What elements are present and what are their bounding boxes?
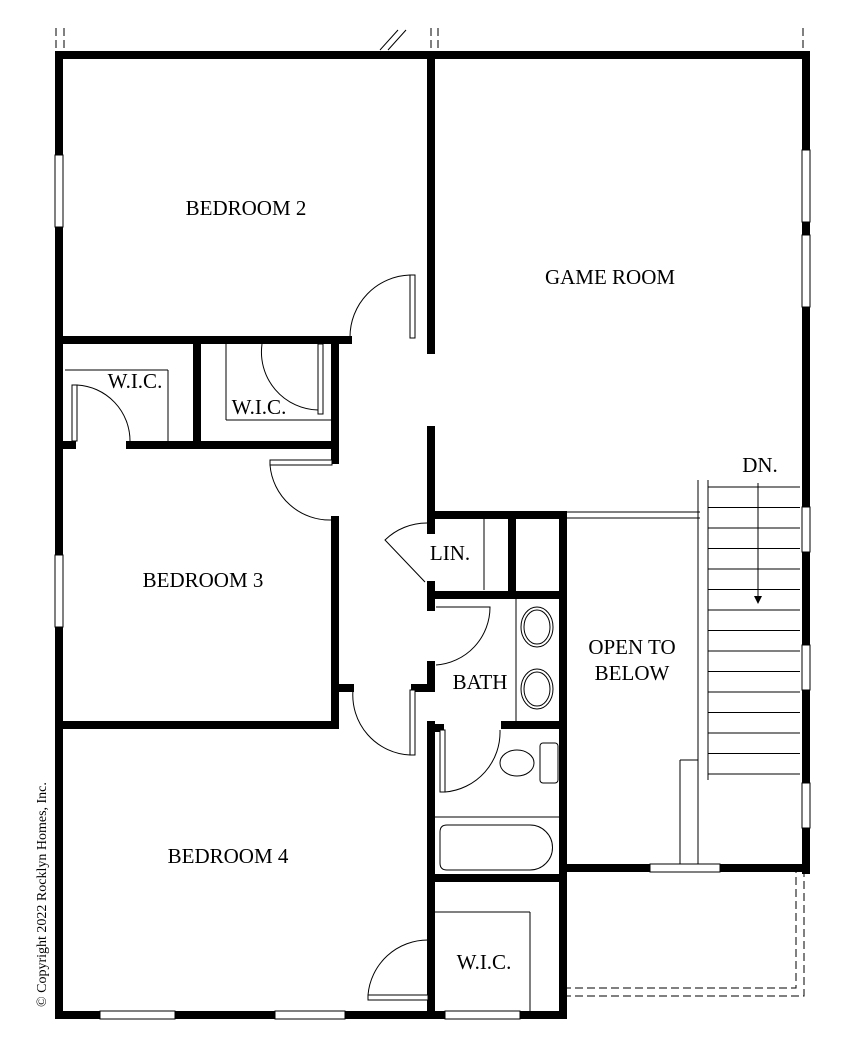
toilet-icon: [499, 749, 535, 777]
copyright-text: © Copyright 2022 Rocklyn Homes, Inc.: [35, 782, 50, 1007]
room-label-bedroom4: BEDROOM 4: [168, 844, 289, 868]
room-label-open-to-below-2: BELOW: [595, 661, 670, 685]
bathtub-icon: [439, 824, 553, 871]
windows: [54, 149, 811, 1020]
arrow-down-icon: [754, 596, 762, 604]
stairs-down-label: DN.: [742, 453, 778, 477]
room-label-wic2: W.I.C.: [232, 395, 287, 419]
room-label-bath: BATH: [453, 670, 508, 694]
room-label-wic1: W.I.C.: [108, 369, 163, 393]
room-label-game-room: GAME ROOM: [545, 265, 675, 289]
doors: [71, 274, 501, 1001]
sink-icon: [520, 606, 554, 648]
fixtures: [65, 344, 700, 1011]
room-label-bedroom2: BEDROOM 2: [186, 196, 307, 220]
interior-walls: [55, 51, 810, 1019]
room-label-bedroom3: BEDROOM 3: [143, 568, 264, 592]
exterior-dashed: [55, 28, 805, 997]
room-label-wic3: W.I.C.: [457, 950, 512, 974]
room-label-open-to-below: OPEN TO: [588, 635, 675, 659]
sink-icon: [520, 668, 554, 710]
room-label-linen: LIN.: [430, 541, 470, 565]
stairs: [679, 480, 800, 864]
